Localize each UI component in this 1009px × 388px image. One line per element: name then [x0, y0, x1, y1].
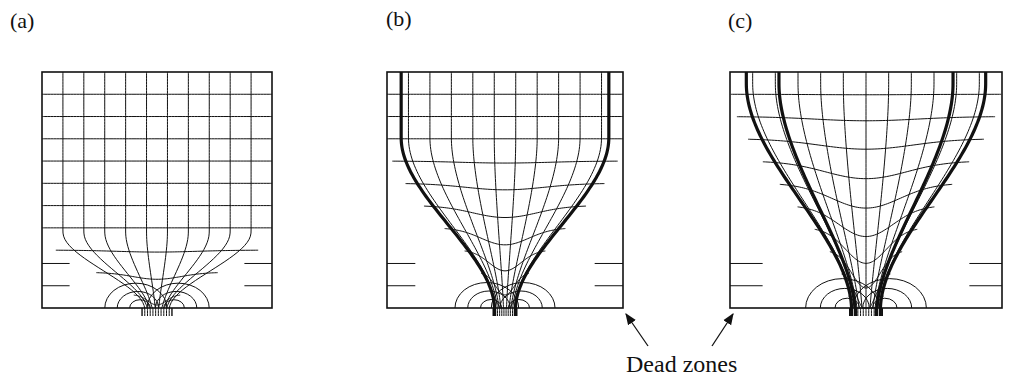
shear-band	[779, 72, 856, 320]
flow-arc	[455, 283, 519, 308]
leader-arrow	[712, 314, 733, 346]
container-outline	[387, 72, 623, 308]
grid-line	[969, 285, 1002, 286]
deformed-grid	[42, 72, 272, 320]
die-edge	[882, 308, 883, 316]
grid-line	[147, 72, 156, 320]
grid-line	[63, 72, 145, 320]
grid-line	[42, 183, 272, 184]
grid-line	[42, 263, 70, 264]
die-edge	[141, 308, 142, 316]
grid-line	[244, 285, 272, 286]
container-outline	[730, 72, 1002, 308]
leader-arrow	[626, 314, 648, 346]
grid-line	[387, 116, 623, 117]
grid-line	[392, 161, 617, 163]
grid-line	[387, 138, 623, 139]
grid-line	[506, 72, 516, 320]
flow-arc	[863, 288, 912, 308]
shear-band	[880, 72, 985, 320]
grid-line	[105, 72, 150, 320]
grid-panels	[42, 72, 1002, 320]
grid-line	[84, 72, 148, 320]
grid-line	[595, 285, 623, 286]
grid-line	[42, 116, 272, 117]
flow-arc	[147, 283, 209, 308]
grid-line	[42, 285, 70, 286]
die-edge	[493, 308, 494, 316]
grid-line	[169, 72, 251, 320]
grid-line	[877, 72, 957, 320]
deformed-grid	[730, 72, 1002, 320]
grid-line	[387, 94, 623, 95]
grid-line	[126, 72, 153, 320]
die-edge	[171, 308, 172, 316]
die-edge	[849, 308, 850, 316]
panel-label: (b)	[386, 8, 412, 30]
grid-line	[595, 263, 623, 264]
shear-band	[876, 72, 953, 320]
grid-line	[161, 72, 188, 320]
grid-line	[387, 263, 415, 264]
flow-arc	[853, 279, 926, 308]
grid-line	[56, 250, 258, 252]
flow-arc	[491, 283, 555, 308]
grid-line	[730, 285, 763, 286]
grid-line	[880, 72, 980, 320]
grid-line	[42, 205, 272, 206]
grid-line	[494, 72, 504, 320]
container-outline	[42, 72, 272, 308]
flow-arc	[873, 298, 897, 308]
flow-arc	[468, 291, 510, 308]
panel-label: (c)	[728, 10, 752, 32]
grid-line	[866, 72, 867, 320]
grid-line	[775, 72, 855, 320]
grid-line	[42, 94, 272, 95]
flow-arc	[835, 298, 859, 308]
flow-arc	[105, 283, 167, 308]
shear-band	[746, 72, 851, 320]
die-edge	[516, 308, 517, 316]
flow-arc	[806, 279, 879, 308]
grid-line	[821, 72, 861, 320]
panel-label: (a)	[10, 10, 34, 32]
grid-line	[406, 184, 605, 190]
callout-label: Dead zones	[626, 352, 737, 376]
grid-line	[244, 263, 272, 264]
grid-line	[969, 263, 1002, 264]
grid-line	[730, 263, 763, 264]
grid-line	[42, 227, 272, 228]
grid-line	[42, 161, 272, 162]
grid-line	[158, 72, 167, 320]
grid-line	[387, 285, 415, 286]
deformed-grid	[387, 72, 623, 320]
flow-arc	[500, 291, 542, 308]
grid-line	[753, 72, 853, 320]
grid-line	[167, 72, 231, 320]
grid-line	[871, 72, 911, 320]
flow-arc	[820, 288, 869, 308]
grid-line	[424, 206, 586, 217]
grid-line	[42, 138, 272, 139]
